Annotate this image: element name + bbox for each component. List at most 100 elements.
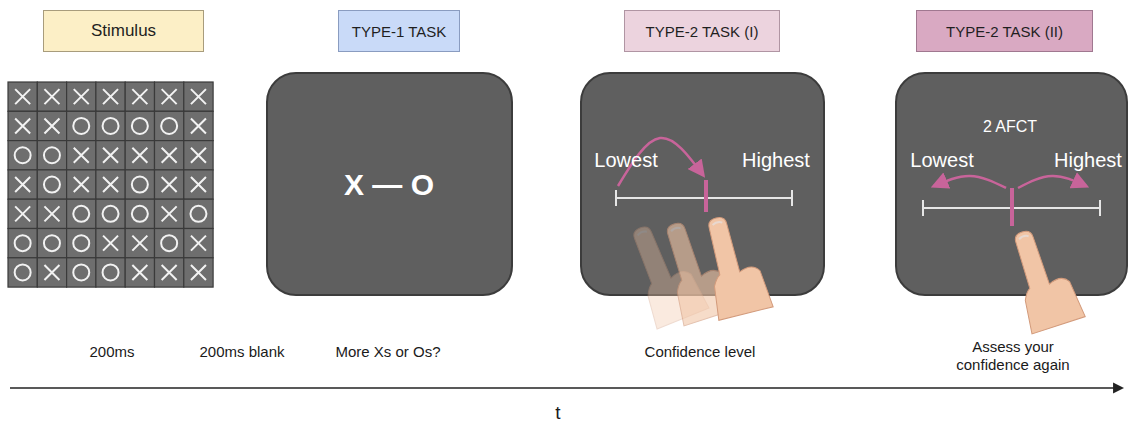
x-symbol (132, 148, 147, 163)
header-text: TYPE-2 TASK (II) (946, 23, 1063, 40)
x-symbol (103, 236, 118, 251)
choice-arrow (934, 176, 1006, 188)
timeline-label: More Xs or Os? (335, 343, 440, 361)
grid-cell (125, 141, 154, 170)
grid-cell (184, 170, 213, 199)
grid-cell (96, 258, 125, 287)
grid-cell (96, 111, 125, 140)
scale-tick (923, 200, 1100, 216)
x-symbol (103, 89, 118, 104)
x-symbol (162, 89, 177, 104)
x-symbol (191, 148, 206, 163)
grid-cell (8, 170, 37, 199)
screen-text: 2 AFCT (983, 118, 1037, 136)
stage-header: TYPE-1 TASK (338, 10, 460, 52)
stage-header: TYPE-2 TASK (II) (916, 10, 1093, 52)
grid-cell (155, 141, 184, 170)
o-symbol (44, 147, 60, 163)
x-symbol (74, 89, 89, 104)
o-symbol (73, 264, 89, 280)
scale-line (923, 207, 1100, 209)
screen-panel: Lowest Highest (580, 72, 825, 296)
o-symbol (103, 118, 119, 134)
grid-cell (96, 82, 125, 111)
x-symbol (15, 89, 30, 104)
grid-cell (184, 111, 213, 140)
hand-illustration (695, 210, 774, 321)
grid-cell (37, 170, 66, 199)
grid-cell (8, 82, 37, 111)
grid-cell (125, 199, 154, 228)
x-symbol (162, 177, 177, 192)
timeline-label: Assess your confidence again (938, 338, 1088, 374)
grid-cell (67, 111, 96, 140)
grid-cell (8, 141, 37, 170)
grid-cell (155, 170, 184, 199)
grid-cell (184, 229, 213, 258)
o-symbol (73, 235, 89, 251)
x-symbol (44, 265, 59, 280)
x-symbol (103, 148, 118, 163)
stage-header: Stimulus (43, 10, 204, 52)
scale-tick (616, 190, 792, 206)
x-symbol (191, 89, 206, 104)
x-symbol (132, 236, 147, 251)
o-symbol (132, 118, 148, 134)
o-symbol (15, 147, 31, 163)
x-symbol (44, 206, 59, 221)
grid-cell (184, 199, 213, 228)
grid-cell (184, 141, 213, 170)
stimulus-grid (8, 82, 213, 287)
grid-cell (125, 111, 154, 140)
x-symbol (15, 118, 30, 133)
screen-panel: 2 AFCTLowestHighest (895, 72, 1128, 296)
o-symbol (103, 206, 119, 222)
choice-arrow (1018, 176, 1086, 188)
grid-cell (184, 258, 213, 287)
x-symbol (44, 89, 59, 104)
o-symbol (161, 118, 177, 134)
screen-panel: X — O (266, 72, 513, 296)
grid-cell (155, 258, 184, 287)
grid-cell (37, 258, 66, 287)
hand-illustration (1001, 221, 1085, 333)
grid-cell (155, 199, 184, 228)
x-symbol (103, 177, 118, 192)
grid-cell (67, 170, 96, 199)
screen-text: Lowest (910, 149, 973, 172)
o-symbol (44, 177, 60, 193)
o-symbol (44, 235, 60, 251)
screen-text: Highest (742, 149, 810, 172)
grid-cell (8, 111, 37, 140)
x-symbol (162, 206, 177, 221)
grid-cell (67, 229, 96, 258)
grid-cell (184, 82, 213, 111)
x-symbol (44, 118, 59, 133)
header-text: TYPE-1 TASK (352, 23, 446, 40)
o-symbol (161, 235, 177, 251)
o-symbol (15, 264, 31, 280)
grid-cell (8, 258, 37, 287)
x-symbol (15, 177, 30, 192)
grid-cell (125, 258, 154, 287)
screen-text: Lowest (594, 149, 657, 172)
x-symbol (191, 236, 206, 251)
x-symbol (132, 265, 147, 280)
x-symbol (162, 265, 177, 280)
grid-cell (96, 199, 125, 228)
x-symbol (162, 148, 177, 163)
o-symbol (73, 206, 89, 222)
grid-cell (37, 111, 66, 140)
grid-cell (96, 229, 125, 258)
header-text: TYPE-2 TASK (I) (646, 23, 759, 40)
x-symbol (191, 118, 206, 133)
grid-cell (37, 199, 66, 228)
grid-cell (155, 229, 184, 258)
o-symbol (132, 206, 148, 222)
hand-illustration (653, 213, 737, 325)
grid-cell (67, 258, 96, 287)
o-symbol (103, 264, 119, 280)
scale-line (616, 197, 792, 199)
scale-marker (704, 180, 708, 212)
